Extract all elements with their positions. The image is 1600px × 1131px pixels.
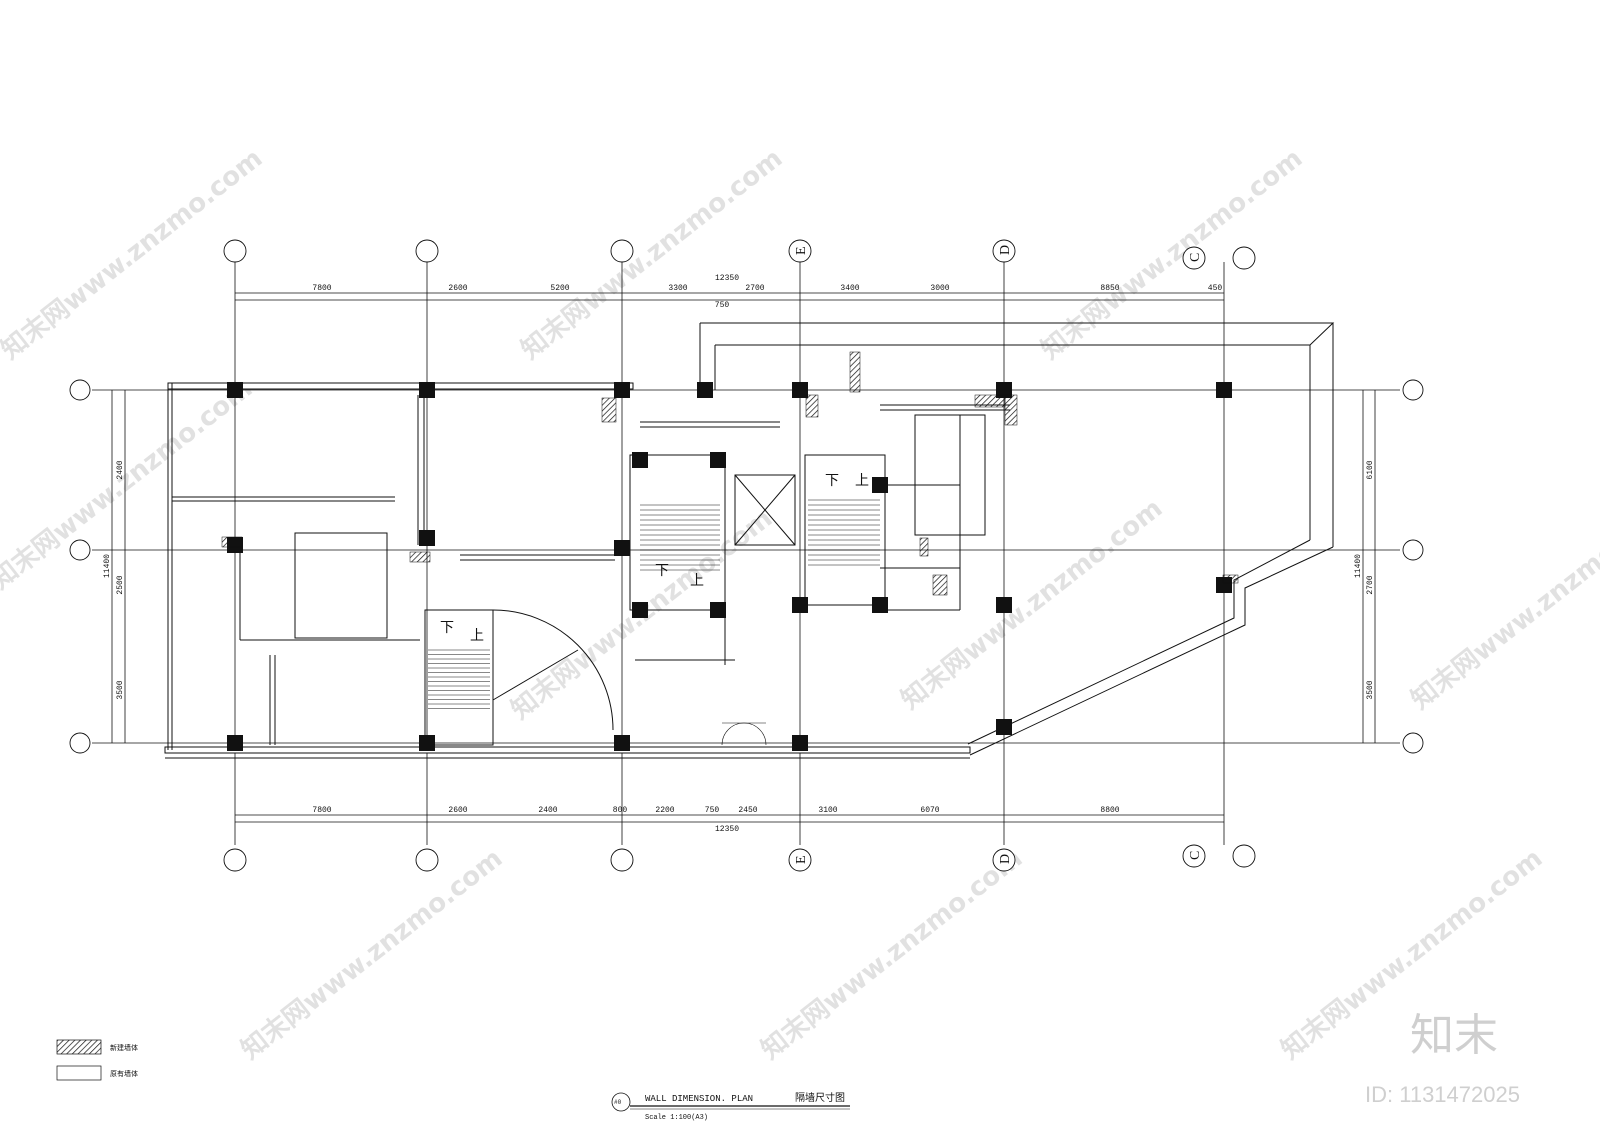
new-walls (221, 351, 1239, 596)
dimension-top-4: 2700 (745, 284, 764, 293)
axis-label-bottom-c: C (1188, 851, 1203, 860)
dimension-top-2: 5200 (550, 284, 569, 293)
legend: 新建墙体 原有墙体 (56, 1039, 138, 1081)
column (996, 719, 1012, 735)
column (792, 735, 808, 751)
dimension-bottom-1: 2600 (448, 806, 467, 815)
watermark-text: 知末网www.znzmo.com (896, 493, 1168, 715)
title-english: WALL DIMENSION. PLAN (645, 1094, 753, 1104)
watermark-text: 知末网www.znzmo.com (516, 143, 788, 365)
dimension-bottom-6: 2450 (738, 806, 757, 815)
dimension-top-small: 750 (715, 301, 730, 310)
grid-axes (92, 262, 1400, 845)
dimension-right-1: 2700 (1366, 575, 1375, 594)
stair-label-up-3: 上 (470, 628, 484, 644)
watermark-text: 知末网www.znzmo.com (756, 843, 1028, 1065)
column (614, 735, 630, 751)
column (227, 382, 243, 398)
dimension-top-3: 3300 (668, 284, 687, 293)
column (227, 735, 243, 751)
dimension-right-0: 6100 (1366, 460, 1375, 479)
dimension-top-0: 7800 (312, 284, 331, 293)
stair-label-up-1: 上 (690, 573, 704, 589)
stair-labels: 下 上 下 上 下 上 (440, 473, 869, 644)
dimension-top-8: 450 (1208, 284, 1223, 293)
brand-logo-text: 知末 (1410, 1010, 1498, 1061)
building-walls (164, 322, 1335, 759)
column (697, 382, 713, 398)
watermark-text: 知末网www.znzmo.com (236, 843, 508, 1065)
dimension-bottom-total: 12350 (715, 825, 739, 834)
dimension-right-2: 3500 (1366, 680, 1375, 699)
title-block: #0 WALL DIMENSION. PLAN 隔墙尺寸图 Scale 1:10… (611, 1091, 850, 1122)
dimension-bottom-2: 2400 (538, 806, 557, 815)
axis-label-top-e: E (794, 246, 809, 255)
dimension-left-0: 2400 (116, 460, 125, 479)
axis-label-top-d: D (998, 245, 1013, 255)
dimension-left-2: 3500 (116, 680, 125, 699)
dimension-bottom-8: 6070 (920, 806, 939, 815)
dimension-bottom-3: 800 (613, 806, 628, 815)
dimension-texts: 7800 2600 5200 3300 2700 3400 3000 8850 450 750 12… (103, 274, 1375, 834)
column (419, 530, 435, 546)
watermark-text: 知末网www.znzmo.com (0, 373, 258, 595)
stair-label-down-1: 下 (655, 563, 669, 579)
column (1216, 382, 1232, 398)
column (996, 382, 1012, 398)
entrance-door (721, 722, 767, 746)
column (996, 597, 1012, 613)
axis-label-bottom-d: D (998, 854, 1013, 864)
legend-swatch-existing (56, 1065, 102, 1081)
column (710, 602, 726, 618)
dimension-bottom-9: 8800 (1100, 806, 1119, 815)
column (792, 597, 808, 613)
dimension-left-1: 2500 (116, 575, 125, 594)
axis-label-bottom-e: E (794, 855, 809, 864)
column (872, 477, 888, 493)
dimension-bottom-0: 7800 (312, 806, 331, 815)
column (872, 597, 888, 613)
dimension-right-total: 11400 (1354, 554, 1363, 578)
dimension-bottom-4: 2200 (655, 806, 674, 815)
stair-label-down-3: 下 (440, 620, 454, 636)
dimension-top-1: 2600 (448, 284, 467, 293)
column (710, 452, 726, 468)
dimension-top-7: 8850 (1100, 284, 1119, 293)
structural-columns (227, 382, 1232, 751)
watermark-text: 知末网www.znzmo.com (1406, 493, 1600, 715)
legend-label-new: 新建墙体 (110, 1043, 138, 1052)
column (632, 452, 648, 468)
dimension-left-total: 11400 (103, 554, 112, 578)
dimension-top-5: 3400 (840, 284, 859, 293)
axis-bubble-labels: E D C E D C (794, 245, 1203, 864)
axis-label-top-c: C (1188, 253, 1203, 262)
watermark-text: 知末网www.znzmo.com (1036, 143, 1308, 365)
dimension-top-6: 3000 (930, 284, 949, 293)
column (614, 540, 630, 556)
title-marker: #0 (614, 1099, 622, 1106)
dimension-bottom-7: 3100 (818, 806, 837, 815)
column (419, 382, 435, 398)
axis-bubbles (69, 239, 1424, 872)
dimension-top-total: 12350 (715, 274, 739, 283)
title-chinese: 隔墙尺寸图 (795, 1091, 845, 1104)
column (419, 735, 435, 751)
drawing-id: ID: 1131472025 (1365, 1082, 1520, 1107)
legend-swatch-new (56, 1039, 102, 1055)
title-scale: Scale 1:100(A3) (645, 1114, 708, 1122)
dimension-bottom-5: 750 (705, 806, 720, 815)
column (632, 602, 648, 618)
stair-treads (428, 499, 880, 709)
stair-label-down-2: 下 (825, 473, 839, 489)
column (614, 382, 630, 398)
stair-label-up-2: 上 (855, 473, 869, 489)
column (792, 382, 808, 398)
legend-label-existing: 原有墙体 (110, 1069, 138, 1078)
